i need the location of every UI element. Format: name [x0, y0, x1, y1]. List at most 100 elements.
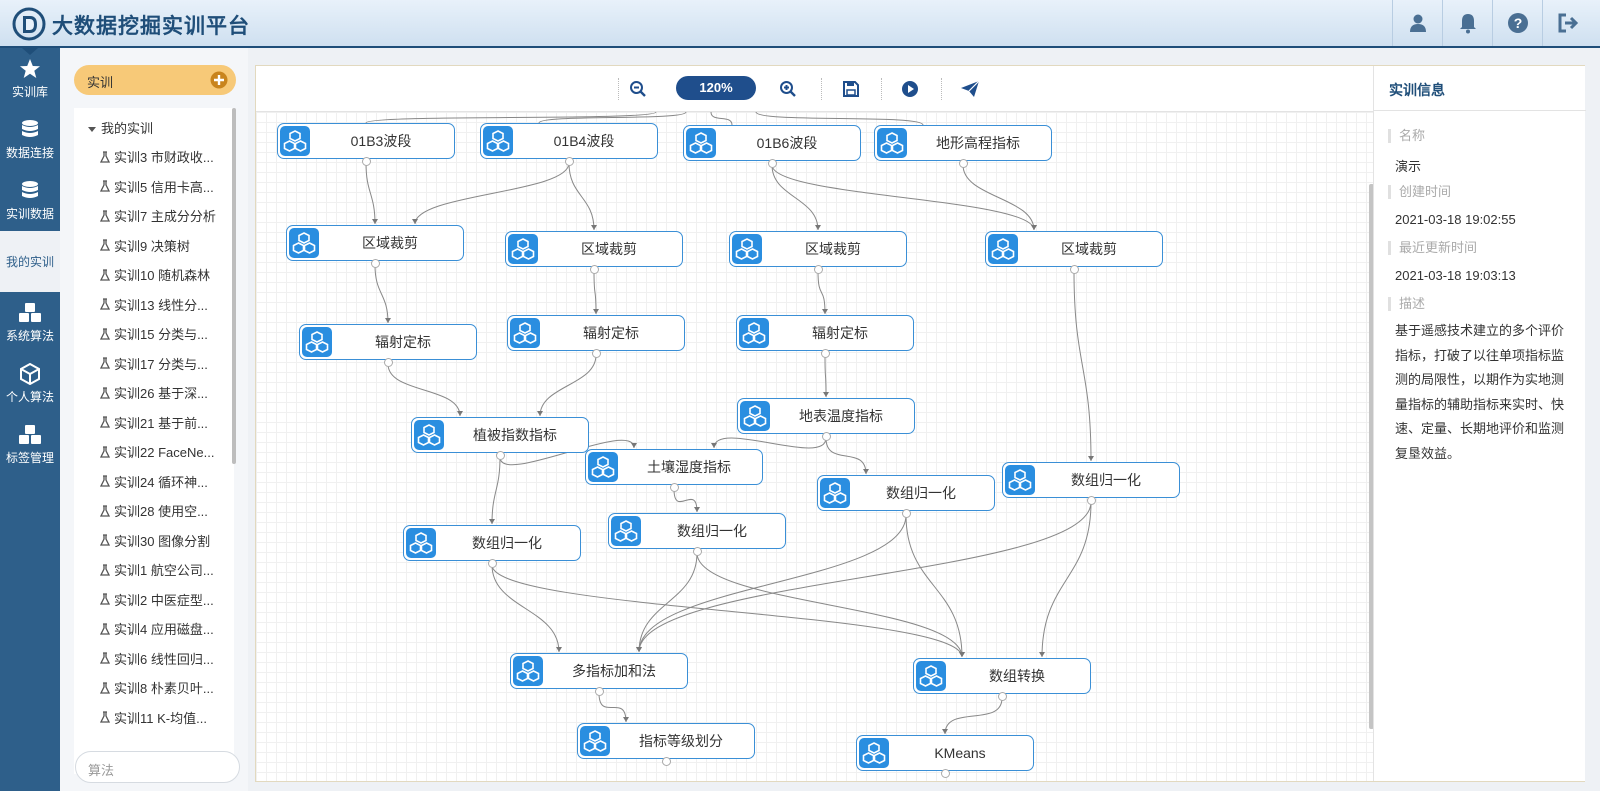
- bell-icon[interactable]: [1442, 0, 1492, 46]
- nav-personal-algorithms[interactable]: 个人算法: [0, 353, 60, 414]
- run-icon[interactable]: [898, 77, 922, 101]
- output-port[interactable]: [814, 265, 823, 274]
- output-port[interactable]: [959, 159, 968, 168]
- tree-item[interactable]: 实训13 线性分...: [100, 295, 208, 314]
- tree-item[interactable]: 实训28 使用空...: [100, 501, 208, 520]
- user-icon[interactable]: [1392, 0, 1442, 46]
- tree-item[interactable]: 实训15 分类与...: [100, 324, 208, 343]
- send-icon[interactable]: [958, 77, 982, 101]
- cubes-icon: [686, 128, 716, 158]
- output-port[interactable]: [362, 157, 371, 166]
- zoom-in-icon[interactable]: [776, 77, 800, 101]
- add-icon[interactable]: [210, 71, 228, 89]
- edge-arrow: [631, 443, 637, 448]
- workflow-node[interactable]: 地形高程指标: [874, 125, 1052, 168]
- nav-system-algorithms[interactable]: 系统算法: [0, 292, 60, 353]
- tree-item[interactable]: 实训24 循环神...: [100, 472, 208, 491]
- workflow-node[interactable]: 数组归一化: [1002, 462, 1180, 505]
- output-port[interactable]: [1087, 496, 1096, 505]
- workflow-node[interactable]: 01B6波段: [683, 125, 861, 168]
- workflow-node[interactable]: 数组转换: [913, 658, 1091, 701]
- workflow-node[interactable]: 数组归一化: [403, 525, 581, 568]
- workflow-node[interactable]: 01B3波段: [277, 123, 455, 166]
- workflow-edge: [673, 488, 698, 513]
- workflow-node[interactable]: 区域裁剪: [985, 231, 1163, 274]
- tree-item[interactable]: 实训4 应用磁盘...: [100, 619, 214, 638]
- workflow-node[interactable]: 辐射定标: [507, 315, 685, 358]
- tree-item-label: 实训28 使用空...: [114, 504, 208, 519]
- tree-item[interactable]: 实训10 随机森林: [100, 265, 210, 284]
- tree-item[interactable]: 实训8 朴素贝叶...: [100, 678, 214, 697]
- output-port[interactable]: [670, 483, 679, 492]
- output-port[interactable]: [768, 159, 777, 168]
- output-port[interactable]: [590, 265, 599, 274]
- tree-item[interactable]: 实训6 线性回归...: [100, 649, 214, 668]
- workflow-edge: [638, 552, 698, 653]
- tree-item-label: 实训6 线性回归...: [114, 651, 214, 667]
- workflow-node[interactable]: 区域裁剪: [286, 225, 464, 268]
- workflow-node[interactable]: 辐射定标: [299, 324, 477, 367]
- help-icon[interactable]: ?: [1492, 0, 1542, 46]
- tree-item[interactable]: 实训1 航空公司...: [100, 560, 214, 579]
- output-port[interactable]: [496, 451, 505, 460]
- tree-item[interactable]: 实训26 基于深...: [100, 383, 208, 402]
- workflow-node[interactable]: 地表温度指标: [737, 398, 915, 441]
- tree-item[interactable]: 实训3 市财政收...: [100, 147, 214, 166]
- save-icon[interactable]: [839, 77, 863, 101]
- nav-my-training[interactable]: 我的实训: [0, 231, 60, 292]
- workflow-node[interactable]: 数组归一化: [608, 513, 786, 556]
- canvas-scrollbar[interactable]: [1369, 184, 1374, 729]
- algorithm-search-input[interactable]: 算法: [75, 751, 240, 783]
- app-title: 大数据挖掘实训平台: [52, 15, 250, 38]
- workflow-node[interactable]: 区域裁剪: [505, 231, 683, 274]
- tree-item[interactable]: 实训22 FaceNe...: [100, 442, 214, 461]
- nav-training-data[interactable]: 实训数据: [0, 170, 60, 231]
- output-port[interactable]: [595, 687, 604, 696]
- tree-item[interactable]: 实训9 决策树: [100, 236, 190, 255]
- tree-item[interactable]: 实训5 信用卡高...: [100, 177, 214, 196]
- workflow-node[interactable]: 辐射定标: [736, 315, 914, 358]
- tree-item[interactable]: 实训17 分类与...: [100, 354, 208, 373]
- tree-header-label: 实训: [87, 75, 114, 90]
- output-port[interactable]: [384, 358, 393, 367]
- output-port[interactable]: [822, 432, 831, 441]
- output-port[interactable]: [821, 349, 830, 358]
- tree-item[interactable]: 实训11 K-均值...: [100, 708, 207, 727]
- output-port[interactable]: [693, 547, 702, 556]
- zoom-level[interactable]: 120%: [676, 76, 756, 100]
- workflow-node[interactable]: KMeans: [856, 735, 1034, 778]
- logout-icon[interactable]: [1542, 0, 1592, 46]
- workflow-node[interactable]: 土壤湿度指标: [585, 449, 763, 492]
- output-port[interactable]: [662, 757, 671, 766]
- nav-training-library[interactable]: 实训库: [0, 48, 60, 109]
- output-port[interactable]: [1070, 265, 1079, 274]
- workflow-edge: [905, 514, 963, 658]
- output-port[interactable]: [941, 769, 950, 778]
- tree-scrollbar[interactable]: [232, 108, 236, 464]
- zoom-out-icon[interactable]: [626, 77, 650, 101]
- workflow-node[interactable]: 指标等级划分: [577, 723, 755, 766]
- output-port[interactable]: [371, 259, 380, 268]
- workflow-node[interactable]: 植被指数指标: [411, 417, 589, 460]
- workflow-node[interactable]: 01B4波段: [480, 123, 658, 166]
- tree-root[interactable]: 我的实训: [88, 118, 153, 137]
- tree-item[interactable]: 实训21 基于前...: [100, 413, 208, 432]
- workflow-node[interactable]: 多指标加和法: [510, 653, 688, 696]
- output-port[interactable]: [998, 692, 1007, 701]
- tree-item[interactable]: 实训7 主成分分析: [100, 206, 216, 225]
- tree-item[interactable]: 实训30 图像分割: [100, 531, 210, 550]
- output-port[interactable]: [902, 509, 911, 518]
- cubes-icon: [611, 516, 641, 546]
- workflow-node[interactable]: 区域裁剪: [729, 231, 907, 274]
- output-port[interactable]: [592, 349, 601, 358]
- tree-item[interactable]: 实训2 中医症型...: [100, 590, 214, 609]
- tree-item-label: 实训4 应用磁盘...: [114, 622, 214, 637]
- nav-data-connection[interactable]: 数据连接: [0, 109, 60, 170]
- output-port[interactable]: [488, 559, 497, 568]
- workflow-node[interactable]: 数组归一化: [817, 475, 995, 518]
- flask-icon: [100, 711, 110, 723]
- nav-tag-management[interactable]: 标签管理: [0, 414, 60, 475]
- output-port[interactable]: [565, 157, 574, 166]
- workflow-edge: [638, 514, 907, 653]
